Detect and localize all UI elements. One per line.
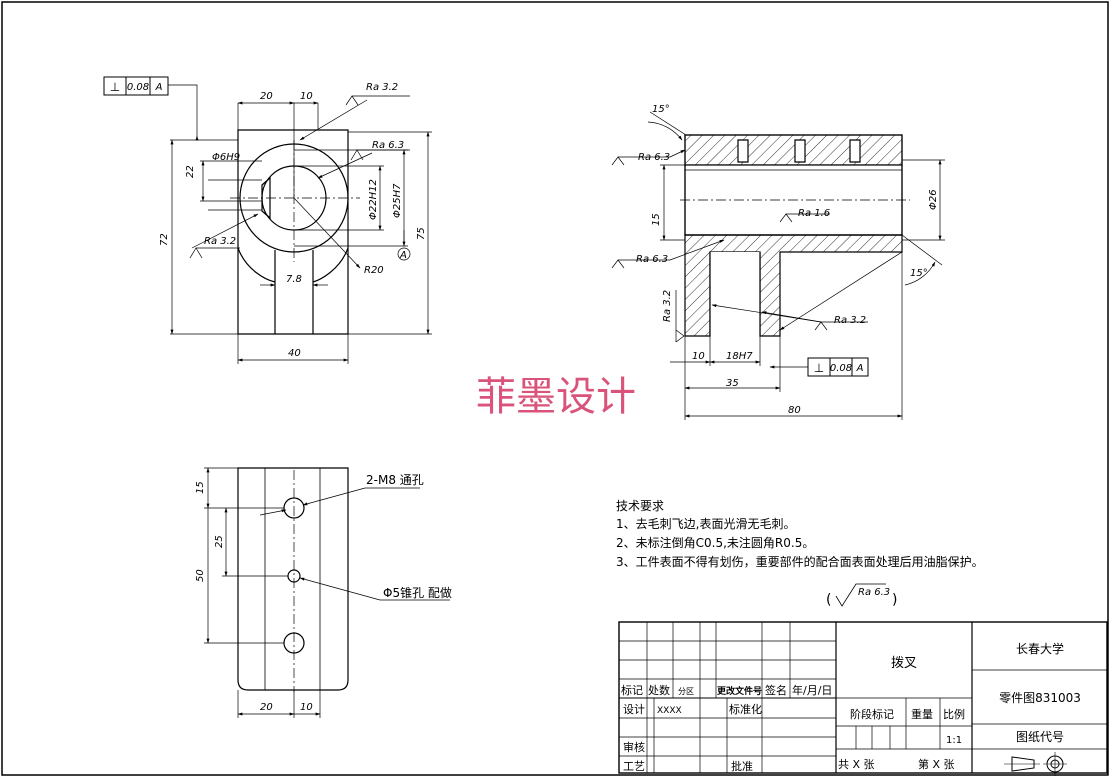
tb-process: 工艺 <box>623 760 645 773</box>
roughness-symbol <box>835 583 886 607</box>
side-datum-frame: ⊥ 0.08 A <box>807 357 869 377</box>
ra-side-inner: Ra 1.6 <box>798 208 830 219</box>
side-perp-tolerance: 0.08 <box>830 363 852 374</box>
ra-side-vertical: Ra 3.2 <box>662 290 673 322</box>
dim-side-15: 15 <box>651 213 662 226</box>
tb-drawing-no: 零件图831003 <box>999 691 1081 705</box>
tb-design: 设计 <box>623 703 645 716</box>
tb-mark: 标记 <box>621 683 643 697</box>
side-perp-datum: A <box>856 363 864 374</box>
projection-symbol-icon <box>1004 752 1067 776</box>
label-m8-holes: 2-M8 通孔 <box>366 473 424 487</box>
tb-part-name: 拨叉 <box>891 656 917 671</box>
note-item-2: 2、未标注倒角C0.5,未注圆角R0.5。 <box>616 535 814 550</box>
note-item-3: 3、工件表面不得有划伤，重要部件的配合面表面处理后用油脂保护。 <box>616 554 984 569</box>
watermark-text: 菲墨设计 <box>476 374 636 420</box>
front-perp-datum: A <box>155 82 163 93</box>
dim-h72: 72 <box>159 233 170 246</box>
ra-side-mid: Ra 6.3 <box>636 254 668 265</box>
dim-bore-25: Φ25H7 <box>392 183 403 218</box>
title-block <box>618 621 1108 774</box>
dim-w20: 20 <box>260 91 273 102</box>
dim-side-80: 80 <box>788 405 801 416</box>
dim-h75: 75 <box>416 227 427 240</box>
side-view <box>680 134 910 337</box>
dim-slot: 7.8 <box>286 274 302 285</box>
tb-standardize: 标准化 <box>729 702 762 716</box>
technical-notes: 技术要求 1、去毛刺飞边,表面光滑无毛刺。 2、未标注倒角C0.5,未注圆角R0… <box>616 499 984 608</box>
ra-front-left: Ra 3.2 <box>204 236 236 247</box>
top-view-labels: 15 25 50 20 10 2-M8 通孔 Φ5锥孔 配做 <box>195 473 452 713</box>
tb-scale: 1:1 <box>946 735 962 746</box>
tb-review: 审核 <box>623 740 645 754</box>
front-view <box>230 129 360 335</box>
front-datum-frame: ⊥ 0.08 A <box>103 76 169 96</box>
tb-scale-label: 比例 <box>943 707 965 721</box>
tb-school: 长春大学 <box>1016 641 1064 656</box>
general-roughness-open: ( <box>826 592 831 608</box>
dim-top-50: 50 <box>195 569 206 582</box>
tb-sheets-total: 共 X 张 <box>838 758 875 771</box>
notes-heading: 技术要求 <box>616 499 664 513</box>
front-perp-tolerance: 0.08 <box>127 82 149 93</box>
dim-side-35: 35 <box>726 378 739 389</box>
ra-side-top: Ra 6.3 <box>638 152 670 163</box>
tb-stage: 阶段标记 <box>850 707 894 721</box>
dim-bore-22: Φ22H12 <box>368 179 379 220</box>
tb-change-doc: 更改文件号 <box>717 685 762 697</box>
top-view <box>237 467 349 692</box>
dim-side-10: 10 <box>692 351 705 362</box>
dim-radius: R20 <box>364 265 384 276</box>
front-view-dimensions <box>168 84 432 364</box>
general-roughness: Ra 6.3 <box>858 587 890 598</box>
dim-side-18: 18H7 <box>726 351 753 362</box>
note-item-1: 1、去毛刺飞边,表面光滑无毛刺。 <box>616 517 795 531</box>
top-view-dimensions <box>204 467 450 718</box>
dim-top-20: 20 <box>260 702 273 713</box>
tb-zone: 分区 <box>678 687 694 696</box>
tb-date: 年/月/日 <box>792 683 832 697</box>
dim-side-26: Φ26 <box>928 189 939 210</box>
angle-bottom: 15° <box>910 268 928 279</box>
dim-top-15: 15 <box>195 481 206 494</box>
dim-top-10: 10 <box>300 702 313 713</box>
tb-weight: 重量 <box>911 707 933 721</box>
general-roughness-close: ) <box>892 592 897 608</box>
dim-w10: 10 <box>300 91 313 102</box>
dim-top-25: 25 <box>214 535 225 548</box>
tb-sheet-no: 第 X 张 <box>918 757 955 771</box>
dim-w40: 40 <box>288 348 301 359</box>
angle-top: 15° <box>652 104 670 115</box>
side-view-labels: Ra 6.3 Ra 6.3 Ra 1.6 Ra 3.2 Ra 3.2 15° 1… <box>636 104 939 416</box>
label-taper-hole: Φ5锥孔 配做 <box>383 585 452 600</box>
dim-bore-small: Φ6H9 <box>212 152 240 163</box>
front-view-labels: Ra 3.2 Ra 6.3 Ra 3.2 20 10 Φ6H9 22 72 75… <box>159 82 427 359</box>
ra-side-right: Ra 3.2 <box>834 315 866 326</box>
datum-a-label: A <box>399 250 407 261</box>
front-perp-symbol: ⊥ <box>110 80 120 94</box>
tb-designer: XXXX <box>657 706 682 716</box>
ra-front-hole: Ra 6.3 <box>372 140 404 151</box>
title-block-text: 标记 处数 分区 更改文件号 签名 年/月/日 设计 XXXX 标准化 审核 工… <box>621 641 1081 773</box>
tb-approve: 批准 <box>731 759 753 773</box>
tb-code-label: 图纸代号 <box>1016 730 1064 744</box>
tb-count: 处数 <box>648 684 670 697</box>
ra-front-top: Ra 3.2 <box>366 82 398 93</box>
side-perp-symbol: ⊥ <box>814 361 824 375</box>
side-view-dimensions <box>611 111 945 420</box>
dim-d22: 22 <box>185 165 196 178</box>
tb-signature: 签名 <box>765 683 787 697</box>
